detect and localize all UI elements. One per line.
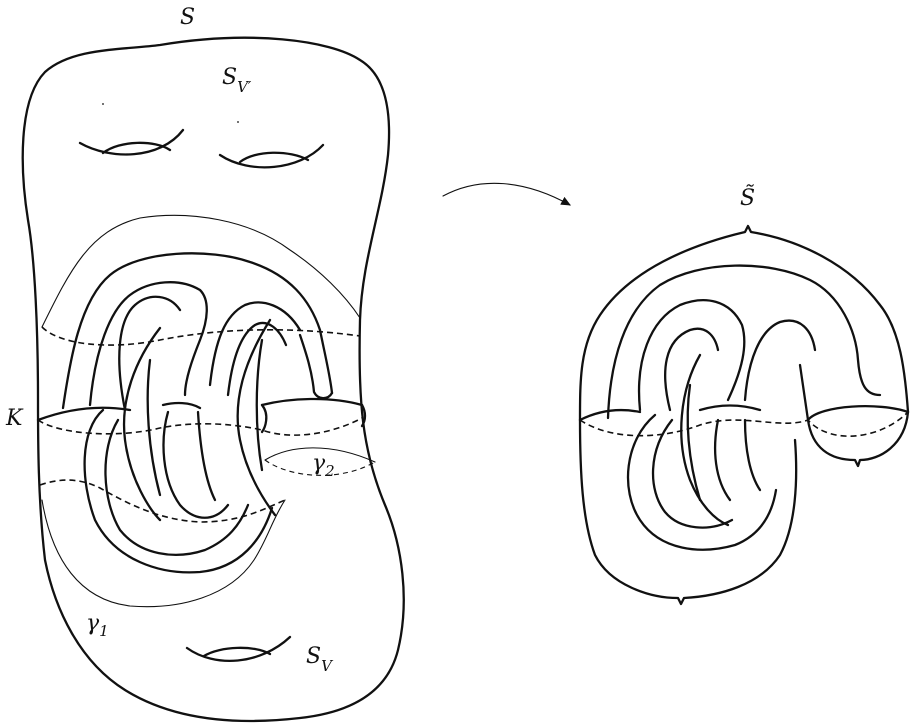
- surface-S: [23, 38, 404, 721]
- right-crossing-strand-b: [688, 385, 700, 500]
- crossing-strand-left-b: [148, 360, 160, 495]
- surface-S-tilde: [580, 226, 908, 604]
- surface-S-outline: [23, 38, 404, 721]
- lower-tube-mid: [105, 420, 248, 555]
- lower-tube-outer: [85, 410, 272, 572]
- lower-tube-inner: [164, 412, 228, 518]
- K-curve-solid: [38, 399, 362, 420]
- map-arrow: [443, 183, 570, 205]
- label-gamma1: γ1: [86, 611, 109, 640]
- right-knot-mid: [639, 300, 744, 410]
- label-S-V: SV: [306, 644, 334, 675]
- crossing-strand-left: [124, 328, 160, 520]
- lower-tube-inner-b: [198, 412, 215, 500]
- dot-mark: [237, 121, 239, 123]
- dot-mark: [102, 103, 104, 105]
- label-S-V-prime: SV′: [222, 65, 252, 96]
- right-tube-end: [808, 406, 908, 420]
- label-S: S: [180, 5, 195, 30]
- right-lower-inner-b: [745, 420, 760, 490]
- lower-dashed-curve: [40, 480, 285, 522]
- label-K: K: [5, 406, 24, 431]
- label-S-tilde: S̃: [740, 185, 755, 211]
- right-knot-inner: [665, 329, 718, 410]
- label-gamma2: γ2: [312, 451, 335, 480]
- K-small-ellipse: [262, 405, 266, 432]
- handle-right-upper: [220, 145, 323, 167]
- right-lower-inner: [715, 420, 730, 500]
